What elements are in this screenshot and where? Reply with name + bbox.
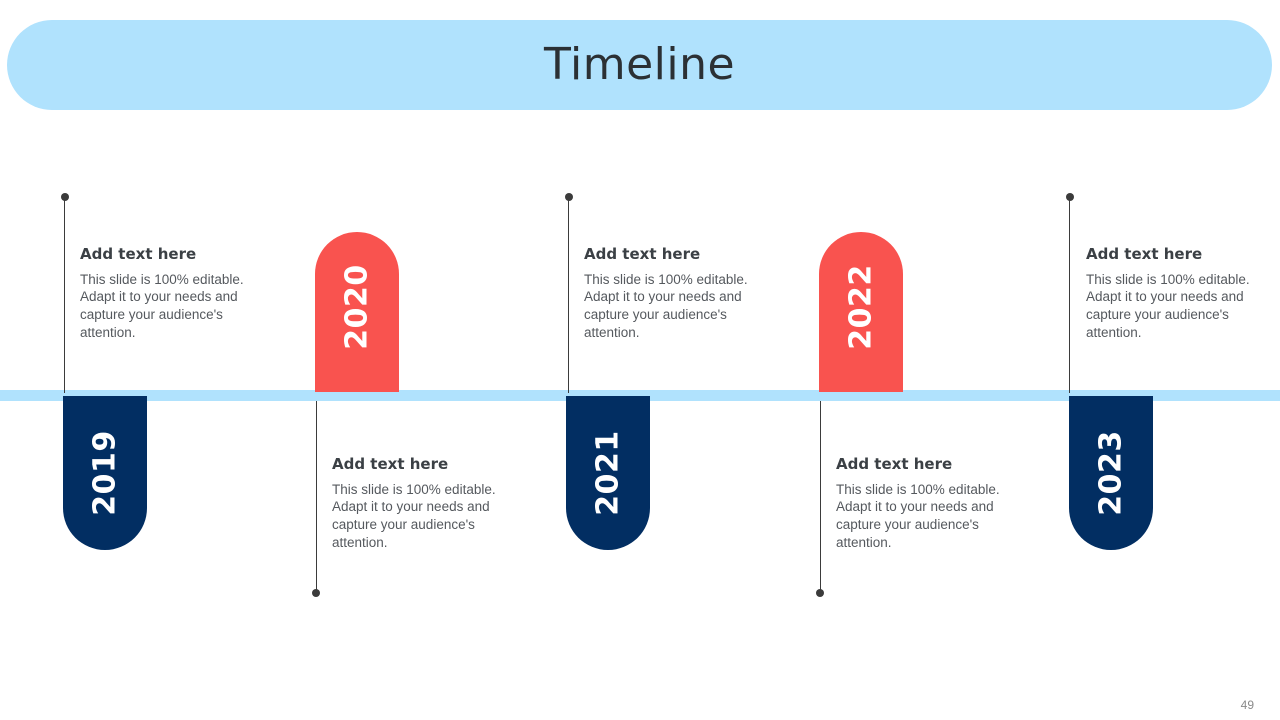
connector-dot-2021 bbox=[565, 193, 573, 201]
milestone-heading-2023: Add text here bbox=[1086, 245, 1203, 263]
milestone-year-2023: 2023 bbox=[1093, 430, 1129, 516]
connector-dot-2023 bbox=[1066, 193, 1074, 201]
milestone-year-2019: 2019 bbox=[87, 430, 123, 516]
milestone-year-2020: 2020 bbox=[339, 264, 375, 350]
milestone-text-2023: Add text here This slide is 100% editabl… bbox=[1086, 246, 1261, 342]
milestone-text-2019: Add text here This slide is 100% editabl… bbox=[80, 246, 255, 342]
milestone-pill-2020[interactable]: 2020 bbox=[315, 232, 399, 392]
timeline-band bbox=[0, 390, 1280, 401]
milestone-text-2020: Add text here This slide is 100% editabl… bbox=[332, 456, 507, 552]
milestone-heading-2020: Add text here bbox=[332, 455, 449, 473]
milestone-pill-2023[interactable]: 2023 bbox=[1069, 396, 1153, 550]
milestone-body-2022: This slide is 100% editable. Adapt it to… bbox=[836, 481, 1000, 550]
milestone-year-2021: 2021 bbox=[590, 430, 626, 516]
milestone-heading-2022: Add text here bbox=[836, 455, 953, 473]
connector-dot-2020 bbox=[312, 589, 320, 597]
connector-line-2019 bbox=[64, 197, 65, 393]
milestone-body-2023: This slide is 100% editable. Adapt it to… bbox=[1086, 271, 1250, 340]
connector-dot-2022 bbox=[816, 589, 824, 597]
milestone-heading-2021: Add text here bbox=[584, 245, 701, 263]
milestone-body-2019: This slide is 100% editable. Adapt it to… bbox=[80, 271, 244, 340]
page-title: Timeline bbox=[543, 39, 736, 90]
milestone-body-2021: This slide is 100% editable. Adapt it to… bbox=[584, 271, 748, 340]
milestone-pill-2022[interactable]: 2022 bbox=[819, 232, 903, 392]
milestone-body-2020: This slide is 100% editable. Adapt it to… bbox=[332, 481, 496, 550]
connector-line-2023 bbox=[1069, 197, 1070, 393]
connector-line-2021 bbox=[568, 197, 569, 393]
milestone-year-2022: 2022 bbox=[843, 264, 879, 350]
connector-line-2022 bbox=[820, 401, 821, 593]
connector-dot-2019 bbox=[61, 193, 69, 201]
page-number: 49 bbox=[1240, 698, 1254, 712]
milestone-heading-2019: Add text here bbox=[80, 245, 197, 263]
connector-line-2020 bbox=[316, 401, 317, 593]
milestone-pill-2019[interactable]: 2019 bbox=[63, 396, 147, 550]
slide-title-bar: Timeline bbox=[7, 20, 1272, 110]
milestone-pill-2021[interactable]: 2021 bbox=[566, 396, 650, 550]
milestone-text-2021: Add text here This slide is 100% editabl… bbox=[584, 246, 759, 342]
milestone-text-2022: Add text here This slide is 100% editabl… bbox=[836, 456, 1011, 552]
